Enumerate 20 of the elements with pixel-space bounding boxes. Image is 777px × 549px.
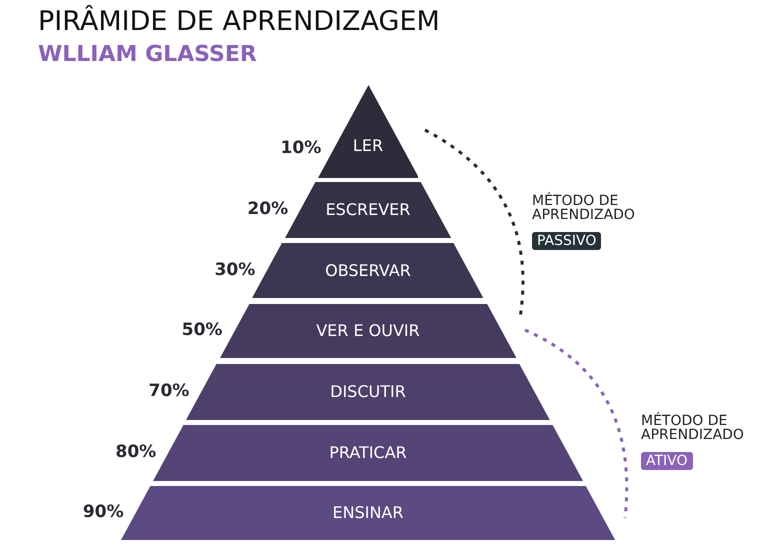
band-label: VER E OUVIR <box>316 321 420 340</box>
subtitle: WLLIAM GLASSER <box>38 42 257 67</box>
percentage: 70% <box>148 381 190 401</box>
band-label: PRATICAR <box>329 443 407 462</box>
band-label: ESCREVER <box>326 200 410 219</box>
method-tag: PASSIVO <box>532 232 602 250</box>
percentage: 10% <box>280 138 322 158</box>
method-label: MÉTODO DE APRENDIZADO <box>641 414 745 442</box>
percentage: 50% <box>182 320 222 340</box>
title: PIRÂMIDE DE APRENDIZAGEM <box>38 6 440 37</box>
band-label: ENSINAR <box>332 503 404 522</box>
percentage: 20% <box>247 199 288 219</box>
band-label: LER <box>352 136 384 155</box>
percentage: 80% <box>115 442 156 462</box>
percentage: 90% <box>82 502 124 522</box>
band-label: DISCUTIR <box>330 382 406 401</box>
method-label: MÉTODO DE APRENDIZADO <box>532 194 636 222</box>
band-label: OBSERVAR <box>325 260 411 280</box>
method-tag: ATIVO <box>641 452 693 470</box>
percentage: 30% <box>214 260 256 280</box>
